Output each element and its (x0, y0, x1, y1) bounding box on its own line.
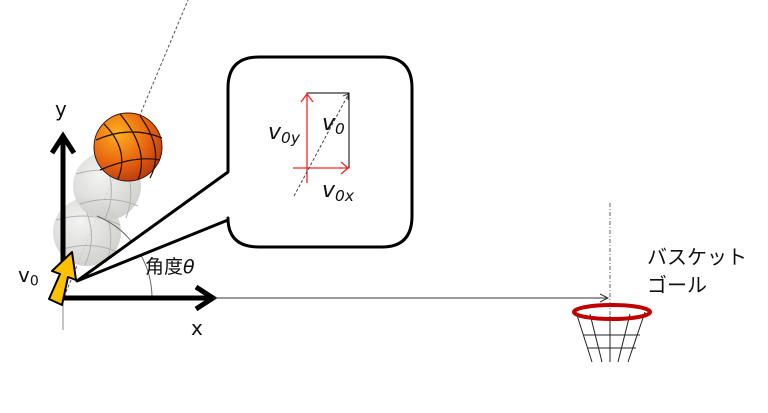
v0-label: v0 (322, 113, 345, 137)
v0-dashed-vector (293, 94, 349, 197)
x-axis-label: x (191, 316, 203, 340)
v0y-subscript: 0y (281, 128, 300, 147)
theta-symbol: θ (183, 256, 195, 278)
angle-text: 角度 (145, 256, 184, 278)
velocity-arrow (48, 251, 77, 306)
v0x-symbol: v (322, 178, 336, 203)
v0x-label: v0x (322, 180, 354, 204)
v0y-arrowhead (300, 92, 314, 103)
v0x-arrowhead (340, 161, 349, 175)
goal-label-line1: バスケット (647, 245, 747, 269)
callout-bubble (75, 55, 414, 283)
basketball (93, 112, 163, 182)
v0-subscript: 0 (335, 119, 345, 138)
goal-label-line2: ゴール (647, 273, 707, 297)
distance-arrowhead (599, 293, 610, 303)
hoop-rim (572, 303, 652, 321)
v-subscript: 0 (29, 273, 39, 290)
initial-velocity-label: v0 (18, 265, 39, 289)
y-axis-label: y (55, 97, 67, 121)
y-axis-arrowhead (49, 131, 77, 155)
v0-symbol: v (322, 111, 336, 136)
basketball-hoop (572, 303, 652, 363)
hoop-net (575, 311, 646, 363)
v0x-subscript: 0x (335, 186, 354, 205)
v0y-symbol: v (268, 120, 282, 145)
v0y-label: v0y (268, 122, 300, 146)
angle-label: 角度θ (145, 258, 195, 277)
v0-arrowhead (342, 93, 349, 100)
v-symbol: v (18, 263, 30, 287)
